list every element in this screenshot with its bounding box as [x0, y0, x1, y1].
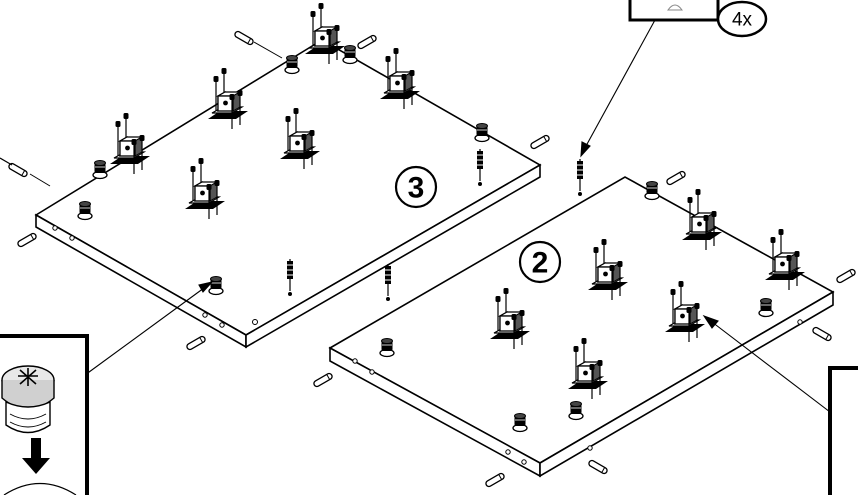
connector-bolt: [384, 263, 392, 302]
connector-bolt: [576, 158, 584, 197]
cam-lock: [758, 297, 774, 318]
cam-detail-icon: [667, 4, 683, 11]
dowel: [16, 231, 38, 249]
cam-insert-icon: [1, 365, 55, 434]
cam-lock: [342, 44, 358, 65]
dowel: [312, 371, 334, 389]
callout-leaders: [84, 19, 831, 413]
cam-lock: [77, 200, 93, 221]
panel-2-side-edge: [539, 290, 834, 478]
panel-3-label: 3: [408, 172, 425, 205]
quantity-label: 4x: [732, 10, 753, 31]
dowel: [185, 334, 207, 352]
dowel: [529, 133, 551, 151]
dowel: [835, 267, 857, 285]
cam-lock: [379, 337, 395, 358]
panel-3: 3: [0, 2, 551, 352]
cam-lock: [92, 159, 108, 180]
panel-2-label: 2: [532, 247, 549, 280]
panel-2: 2: [312, 158, 857, 489]
cam-lock: [474, 122, 490, 143]
dowel: [356, 33, 378, 51]
cam-lock: [284, 54, 300, 75]
arrow-down-icon: [22, 438, 50, 474]
cam-lock: [512, 412, 528, 433]
quantity-badge: [716, 0, 768, 38]
cam-lock: [208, 275, 224, 296]
panel-3-badge: [394, 165, 438, 209]
panel-3-side-edge: [245, 163, 541, 349]
callout-top-detail: 4x: [628, 0, 768, 38]
dowel: [484, 471, 506, 489]
callout-cam-insert-detail: [0, 334, 89, 495]
dowel: [233, 29, 255, 47]
cam-lock: [644, 180, 660, 201]
dowel: [587, 458, 609, 476]
detail-box-right: [828, 366, 858, 495]
cam-lock: [568, 400, 584, 421]
dowel: [665, 169, 687, 187]
panel-2-badge: [518, 240, 562, 284]
dowel: [811, 325, 833, 343]
